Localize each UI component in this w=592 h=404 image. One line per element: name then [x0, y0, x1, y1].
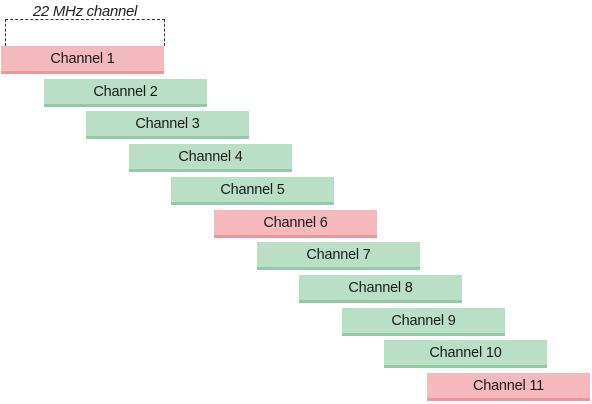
channel-bar-4: Channel 4 [129, 144, 292, 172]
channel-bar-10: Channel 10 [384, 340, 547, 368]
bar-bottom-edge [129, 169, 292, 172]
channel-bar-2: Channel 2 [44, 79, 207, 107]
channel-width-label: 22 MHz channel [32, 3, 138, 20]
bar-bottom-edge [427, 398, 590, 401]
channel-width-bracket [5, 19, 165, 46]
channel-bar-5: Channel 5 [171, 177, 334, 205]
channel-label: Channel 11 [427, 373, 590, 398]
channel-bar-8: Channel 8 [299, 275, 462, 303]
bar-bottom-edge [257, 267, 420, 270]
bar-bottom-edge [1, 71, 164, 74]
channel-bar-3: Channel 3 [86, 111, 249, 139]
bar-bottom-edge [214, 235, 377, 238]
channel-label: Channel 7 [257, 242, 420, 267]
channel-label: Channel 6 [214, 210, 377, 235]
channel-label: Channel 1 [1, 46, 164, 71]
bar-bottom-edge [384, 365, 547, 368]
bar-bottom-edge [342, 333, 505, 336]
channel-bar-9: Channel 9 [342, 308, 505, 336]
bar-bottom-edge [86, 136, 249, 139]
bar-bottom-edge [44, 104, 207, 107]
channel-label: Channel 4 [129, 144, 292, 169]
channel-label: Channel 8 [299, 275, 462, 300]
channel-label: Channel 3 [86, 111, 249, 136]
bar-bottom-edge [299, 300, 462, 303]
channel-bar-11: Channel 11 [427, 373, 590, 401]
channel-label: Channel 5 [171, 177, 334, 202]
bar-bottom-edge [171, 202, 334, 205]
channel-bar-7: Channel 7 [257, 242, 420, 270]
channel-bar-6: Channel 6 [214, 210, 377, 238]
channel-bar-1: Channel 1 [1, 46, 164, 74]
channel-label: Channel 9 [342, 308, 505, 333]
channel-label: Channel 10 [384, 340, 547, 365]
channel-label: Channel 2 [44, 79, 207, 104]
